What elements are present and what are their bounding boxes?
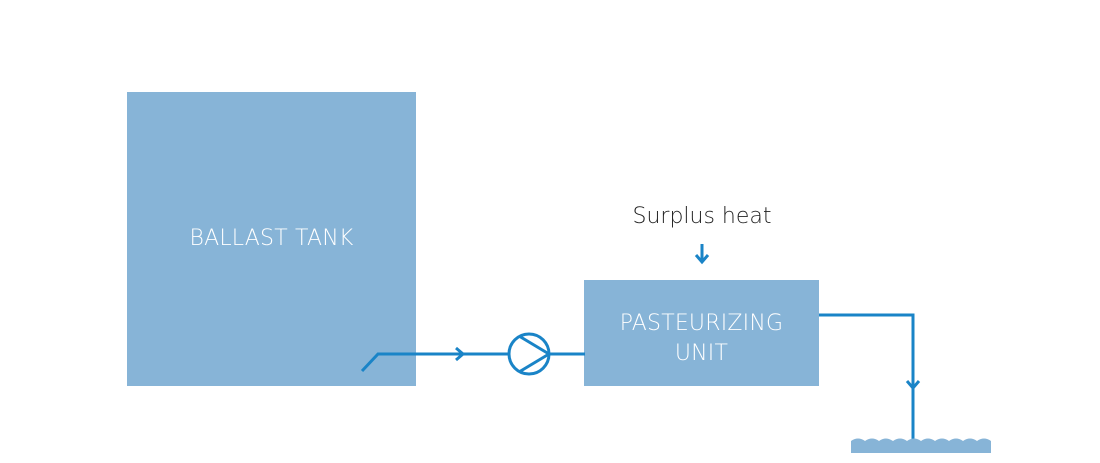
- pasteurizing-unit-label-line2: UNIT: [674, 341, 729, 366]
- pasteurizing-unit-label: PASTEURIZING UNIT: [584, 309, 819, 369]
- water-surface-icon: [851, 438, 991, 453]
- ballast-tank-label: BALLAST TANK: [189, 226, 354, 251]
- pump-icon: [507, 332, 551, 376]
- pasteurizing-unit-label-line1: PASTEURIZING: [619, 311, 784, 336]
- ballast-tank: BALLAST TANK: [127, 92, 416, 386]
- outlet-pipe: [819, 313, 915, 440]
- surplus-heat-label: Surplus heat: [632, 204, 772, 229]
- outlet-flow-arrow-icon: [905, 380, 921, 391]
- pasteurizing-unit: PASTEURIZING UNIT: [584, 280, 819, 386]
- flow-arrow-icon: [455, 346, 466, 362]
- inlet-pipe: [360, 352, 508, 373]
- heat-input-arrow-icon: [694, 244, 710, 265]
